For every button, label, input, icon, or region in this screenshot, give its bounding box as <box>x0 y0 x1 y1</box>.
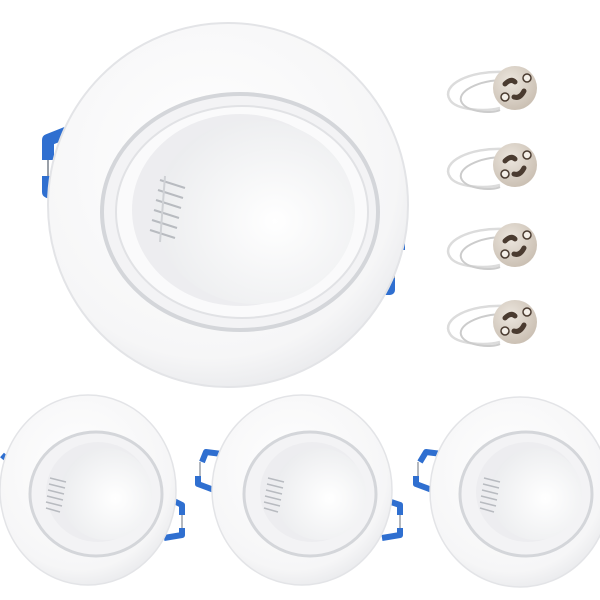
small-downlight-frame <box>0 394 185 586</box>
gu10-socket <box>446 143 537 190</box>
spring-coil-icon <box>149 175 186 243</box>
large-downlight-frame <box>42 22 409 388</box>
gu10-socket <box>446 300 537 347</box>
small-downlight-frame <box>195 394 403 586</box>
small-downlight-frame <box>413 396 600 588</box>
gu10-socket <box>446 223 537 270</box>
spring-clip-icon <box>195 449 223 493</box>
spring-clip-icon <box>413 449 443 493</box>
gu10-socket <box>446 66 537 113</box>
